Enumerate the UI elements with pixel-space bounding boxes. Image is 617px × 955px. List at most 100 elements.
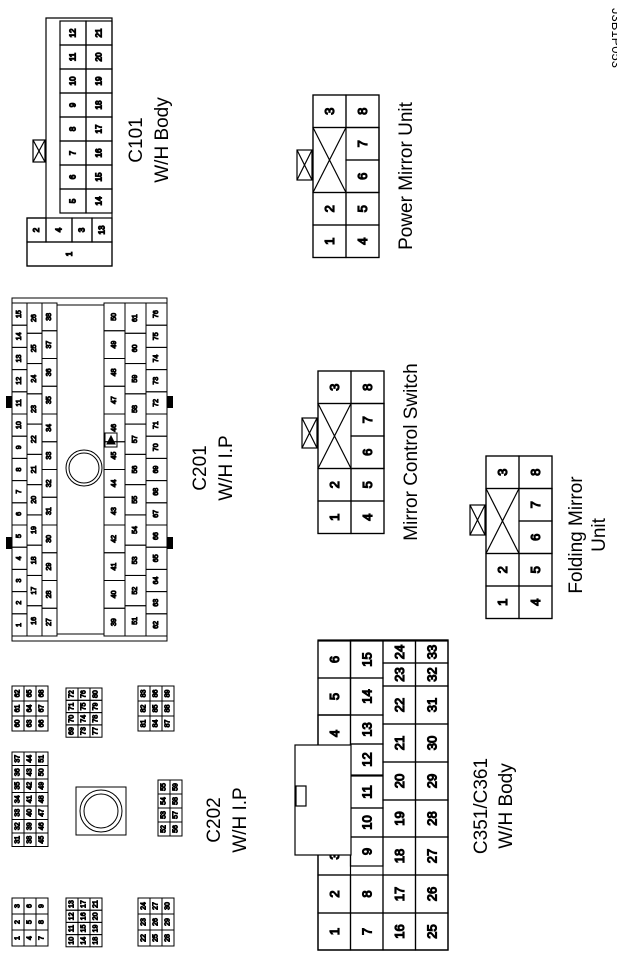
c202-pin: 26 <box>153 918 160 926</box>
c101-name: C101 <box>126 117 147 162</box>
c351-pin: 6 <box>327 656 342 663</box>
c351-pin: 7 <box>359 928 374 935</box>
c202-pin: 9 <box>39 904 46 908</box>
c351-pin: 4 <box>327 730 342 737</box>
c101-desc: W/H Body <box>152 97 173 183</box>
c202-pin-cell <box>161 685 175 702</box>
c351-name: C351/C361 <box>471 758 492 854</box>
c201-pin: 29 <box>46 563 53 571</box>
power_mirror-pin: 7 <box>355 140 370 147</box>
mirror_switch-pin: 8 <box>360 384 375 391</box>
c201-pin: 68 <box>153 488 160 496</box>
c201-pin: 60 <box>132 344 139 352</box>
c201-pin: 4 <box>16 556 23 560</box>
mirror_switch-pin: 1 <box>327 514 342 521</box>
c201-pin: 50 <box>111 313 118 321</box>
c201-pin: 24 <box>31 375 38 383</box>
c202-pin-cell <box>169 779 183 795</box>
folding_mirror-pin: 3 <box>495 469 510 476</box>
c201-name: C201 <box>190 445 211 490</box>
c351-connector: 1234567891011121314151617181920212223242… <box>294 639 449 951</box>
c101-pin: 6 <box>69 174 78 179</box>
c351-pin: 13 <box>359 722 374 736</box>
c202-pin: 71 <box>69 702 76 710</box>
power_mirror-pin: 2 <box>322 205 337 212</box>
c201-pin: 6 <box>16 512 23 516</box>
c201-pin: 12 <box>16 377 23 385</box>
c202-pin: 3 <box>15 904 22 908</box>
c201-pin: 53 <box>132 556 139 564</box>
c202-pin: 25 <box>153 934 160 942</box>
c202-pin: 31 <box>15 836 22 844</box>
power-mirror-unit-label: Power Mirror Unit <box>396 101 417 250</box>
c201-pin: 43 <box>111 507 118 515</box>
c202-pin: 44 <box>27 755 34 763</box>
c201-pin: 49 <box>111 341 118 349</box>
c201-pin: 73 <box>153 377 160 385</box>
c202-pin-cell <box>89 897 103 911</box>
c202-pin: 48 <box>39 795 46 803</box>
c202-pin: 81 <box>141 720 148 728</box>
c351-pin: 19 <box>392 811 407 825</box>
c101-pin: 5 <box>69 198 78 203</box>
folding_mirror-pin: 1 <box>495 599 510 606</box>
c202-pin: 51 <box>39 755 46 763</box>
c351-pin: 8 <box>359 890 374 897</box>
c201-pin: 51 <box>132 617 139 625</box>
c202-pin: 41 <box>27 795 34 803</box>
mirror-control-switch-label: Mirror Control Switch <box>401 363 422 540</box>
c202-pin: 83 <box>141 690 148 698</box>
c201-pin-cell <box>145 302 168 326</box>
c202-pin: 69 <box>69 727 76 735</box>
power_mirror-pin: 1 <box>322 238 337 245</box>
c202-pin: 1 <box>15 936 22 940</box>
c201-pin: 61 <box>132 314 139 322</box>
c202-pin: 4 <box>27 936 34 940</box>
c201-pin: 8 <box>16 467 23 471</box>
c201-pin: 38 <box>46 313 53 321</box>
c351-pin: 24 <box>392 645 407 659</box>
c351-pin: 18 <box>392 849 407 863</box>
c351-pin: 16 <box>392 924 407 938</box>
c101-pin-cell <box>26 241 113 267</box>
c101-lock-tab <box>32 139 46 163</box>
c201-desc: W/H I.P <box>216 435 237 500</box>
c202-pin: 67 <box>39 705 46 713</box>
c101-pin: 8 <box>69 126 78 131</box>
c202-pin: 66 <box>39 720 46 728</box>
c101-pin: 15 <box>95 172 104 181</box>
c201-pin: 23 <box>31 405 38 413</box>
c201-pin: 65 <box>153 554 160 562</box>
c202-pin: 89 <box>165 690 172 698</box>
c201-pin: 59 <box>132 375 139 383</box>
c351-pin: 31 <box>424 698 439 712</box>
c202-pin: 40 <box>27 809 34 817</box>
c351-pin: 15 <box>359 652 374 666</box>
c202-pin: 79 <box>93 702 100 710</box>
c351-pin: 28 <box>424 811 439 825</box>
c201-pin: 54 <box>132 526 139 534</box>
c202-pin: 64 <box>27 705 34 713</box>
c101-pin: 4 <box>55 227 64 232</box>
c201-pin: 37 <box>46 341 53 349</box>
c101-pin: 16 <box>95 148 104 157</box>
c201-pin: 15 <box>16 310 23 318</box>
c201-pin: 56 <box>132 466 139 474</box>
c202-pin: 80 <box>93 690 100 698</box>
c101-pin: 7 <box>69 150 78 155</box>
c351-pin: 23 <box>392 667 407 681</box>
c201-pin: 57 <box>132 435 139 443</box>
c101-pin: 3 <box>78 227 87 232</box>
c202-pin: 45 <box>39 836 46 844</box>
c201-pin: 27 <box>46 618 53 626</box>
c201-pin: 41 <box>111 563 118 571</box>
c202-pin: 23 <box>141 918 148 926</box>
c351-pin: 32 <box>424 667 439 681</box>
c201-pin: 32 <box>46 479 53 487</box>
mirror_switch-pin: 5 <box>360 481 375 488</box>
power_mirror-pin: 3 <box>322 108 337 115</box>
c201-pin: 26 <box>31 314 38 322</box>
c201-pin: 39 <box>111 618 118 626</box>
